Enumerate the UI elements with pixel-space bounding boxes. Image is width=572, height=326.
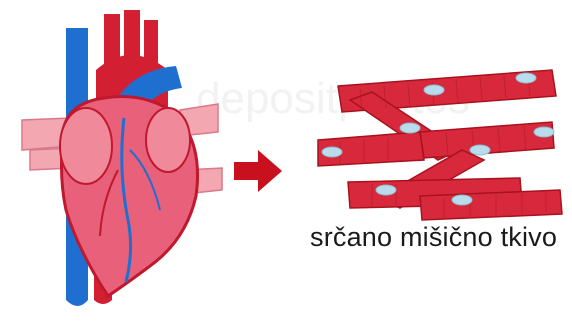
heart-illustration-icon — [22, 10, 222, 306]
cardiac-muscle-tissue-icon — [318, 70, 562, 220]
diagram-caption: srčano mišično tkivo — [310, 222, 557, 253]
arrow-right-icon — [234, 150, 282, 192]
